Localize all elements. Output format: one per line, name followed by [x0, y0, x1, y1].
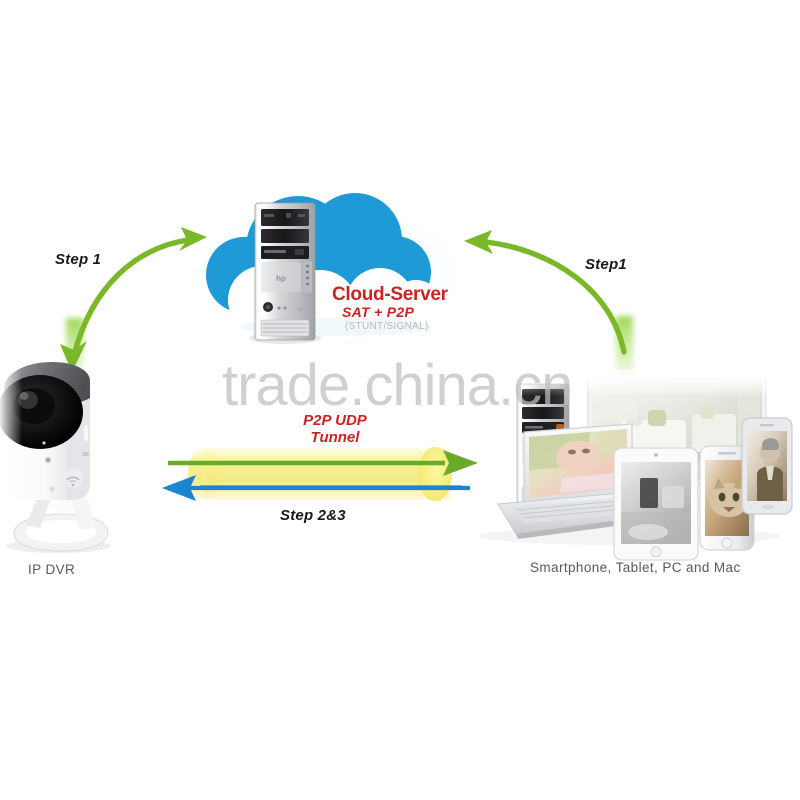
- tunnel-label-line1: P2P UDP: [303, 412, 367, 429]
- step-label-left: Step 1: [55, 251, 102, 268]
- tunnel-return-arrowhead: [162, 475, 196, 501]
- device-laptop: [497, 423, 654, 539]
- device-smartphone-dark: [741, 417, 793, 515]
- ip-camera-icon: [0, 355, 110, 553]
- device-tablet: [613, 447, 699, 561]
- tunnel-forward-arrowhead: [443, 450, 478, 476]
- device-cluster-icon: [480, 370, 800, 561]
- cloud-server-subtitle: SAT + P2P: [342, 304, 415, 320]
- step-label-right: Step1: [585, 256, 627, 273]
- left-endpoint-caption: IP DVR: [28, 562, 76, 577]
- svg-text:hp: hp: [276, 274, 286, 283]
- tunnel-label-line2: Tunnel: [310, 429, 360, 446]
- cloud-server-group: [180, 193, 480, 357]
- p2p-udp-tunnel: [162, 447, 478, 501]
- server-tower-icon: hp hp: [249, 202, 321, 344]
- device-smartphone-white: [699, 445, 755, 551]
- watermark-text: trade.china.cn: [222, 353, 573, 418]
- svg-text:hp: hp: [297, 307, 303, 313]
- step-label-bottom: Step 2&3: [280, 507, 346, 524]
- cloud-server-title: Cloud-Server: [332, 284, 448, 305]
- right-endpoint-caption: Smartphone, Tablet, PC and Mac: [530, 560, 741, 575]
- cloud-server-note: (STUNT/SIGNAL): [345, 321, 429, 332]
